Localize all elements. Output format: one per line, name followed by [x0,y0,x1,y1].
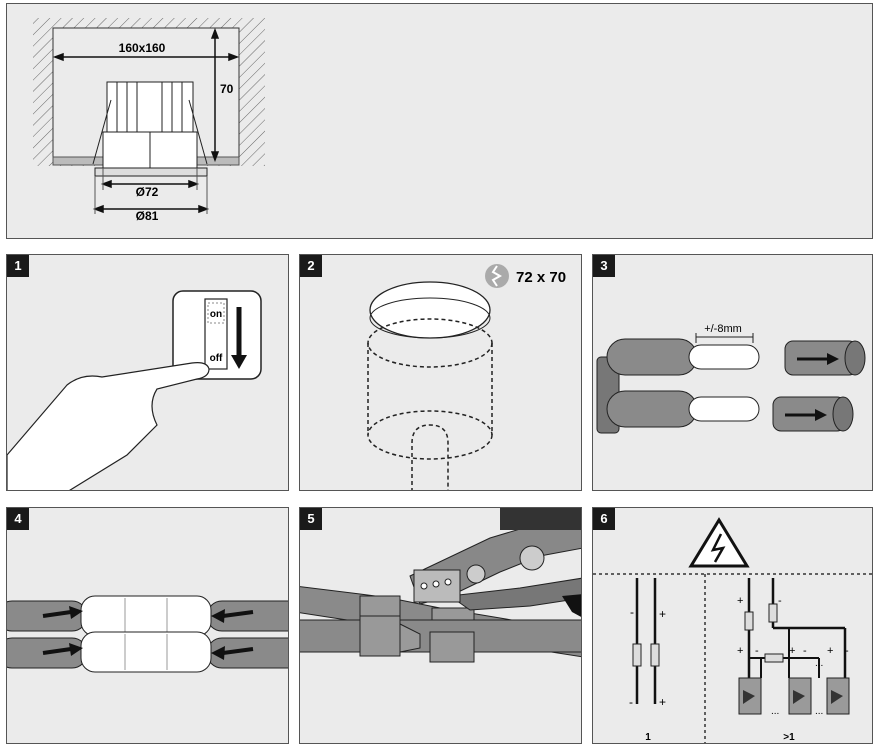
minus-label: - [778,595,782,607]
crimped-cable-bottom [300,615,581,663]
step-3-panel: 3 +/-8mm [592,254,873,491]
step-number: 4 [7,508,29,530]
continuation-dots: ... [771,706,779,717]
arrow-right-icon [69,643,83,656]
hand-icon [7,362,210,490]
continuation-dots: ... [815,706,823,717]
minus-label: - [803,645,807,657]
single-light-wiring: - + - + 1 [629,578,666,743]
electrical-warning-icon [688,517,750,568]
step-number: 6 [593,508,615,530]
cutout-disc [369,281,491,339]
step-4-panel: 4 [6,507,289,744]
cable-bottom [606,390,760,428]
hole-outline [367,318,493,490]
arrow-right-icon [69,606,83,619]
step-number: 1 [7,255,29,277]
crimp-connectors-illustration [300,508,581,663]
strip-length-label: +/-8mm [704,323,742,335]
minus-label: - [755,645,759,657]
insert-connectors-illustration [7,595,288,673]
cable-row-bottom [7,631,288,673]
step-number: 5 [300,508,322,530]
plus-label: + [659,695,666,709]
cable-top [606,338,760,376]
connector-bottom [772,396,854,432]
arrow-left-icon [211,646,225,660]
switch-on-label: on [210,309,222,320]
inner-diameter-label: Ø72 [136,185,159,199]
multiple-lights-label: >1 [783,732,795,743]
outer-diameter-label: Ø81 [136,209,159,223]
drill-bit-icon [485,264,509,288]
switch-off-illustration: on off [7,290,262,490]
wiring-diagram: - + - + 1 + - + - + - + - ... [593,517,872,743]
downlight-dimension-drawing: 160x160 70 Ø72 Ø81 [33,18,265,223]
plus-label: + [659,607,666,621]
downlight-body [92,81,208,177]
step-1-panel: 1 on off [6,254,289,491]
multiple-light-wiring: + - + - + - + - ... ... ... >1 [737,578,850,743]
minus-label: - [629,695,633,709]
plus-label: + [737,595,743,607]
down-arrow-icon [231,355,247,369]
step-5-panel: 5 [299,507,582,744]
step-2-panel: 2 72 x 70 [299,254,582,491]
plus-label: + [737,645,743,657]
cable-row-top [7,595,288,637]
hole-size-label: 72 x 70 [516,269,566,286]
plus-label: + [789,645,795,657]
strip-wires-illustration: +/-8mm [596,323,866,434]
arrow-right-icon [815,409,827,421]
step-number: 3 [593,255,615,277]
minus-label: - [630,605,634,619]
cutout-label: 160x160 [119,41,166,55]
dimensions-panel: 160x160 70 Ø72 Ø81 [6,3,873,239]
step-6-panel: 6 - + - + 1 [592,507,873,744]
drill-hole-illustration: 72 x 70 [367,264,566,490]
arrow-right-icon [827,353,839,365]
depth-label: 70 [220,82,234,96]
arrow-left-icon [211,609,225,623]
step-number: 2 [300,255,322,277]
connector-top [784,340,866,376]
continuation-dots: ... [815,658,823,669]
plus-label: + [827,645,833,657]
single-light-label: 1 [645,732,651,743]
switch-off-label: off [210,353,223,364]
crimping-pliers-icon [409,508,581,617]
minus-label: - [845,645,849,657]
